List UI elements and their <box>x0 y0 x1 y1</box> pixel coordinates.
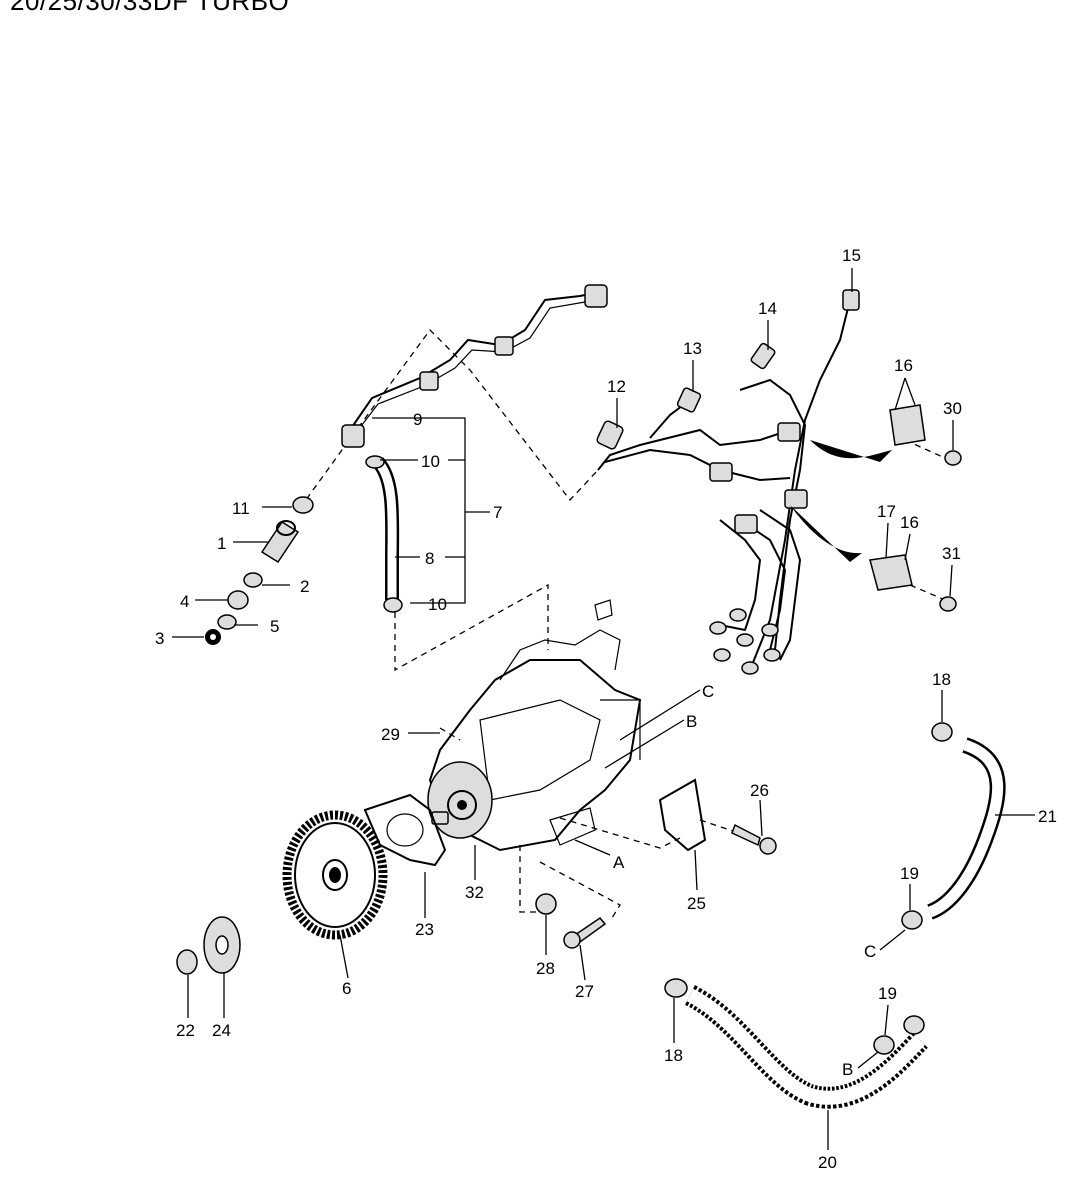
callout-B2: B <box>842 1060 853 1079</box>
callout-10a: 10 <box>421 452 440 471</box>
callout-leaders <box>172 268 1035 1150</box>
callout-18a: 18 <box>932 670 951 689</box>
callout-17: 17 <box>877 502 896 521</box>
callout-3: 3 <box>155 629 164 648</box>
callout-19b: 19 <box>878 984 897 1003</box>
callout-22: 22 <box>176 1021 195 1040</box>
callout-12: 12 <box>607 377 626 396</box>
callout-10b: 10 <box>428 595 447 614</box>
support-bracket <box>535 778 777 949</box>
callout-A: A <box>613 853 625 872</box>
callout-27: 27 <box>575 982 594 1001</box>
callout-18b: 18 <box>664 1046 683 1065</box>
callout-7: 7 <box>493 503 502 522</box>
callout-25: 25 <box>687 894 706 913</box>
page-title: 20/25/30/33DF TURBO <box>10 0 290 16</box>
callout-20: 20 <box>818 1153 837 1172</box>
return-hose <box>365 455 403 613</box>
callout-labels: 1 2 3 4 5 6 7 8 9 10 10 11 12 13 14 15 1… <box>155 246 1057 1172</box>
callout-30: 30 <box>943 399 962 418</box>
callout-21: 21 <box>1038 807 1057 826</box>
callout-13: 13 <box>683 339 702 358</box>
callout-16b: 16 <box>900 513 919 532</box>
delivery-valve-parts <box>205 496 314 645</box>
callout-32: 32 <box>465 883 484 902</box>
gasket <box>363 793 447 867</box>
callout-9: 9 <box>413 410 422 429</box>
pipe-clamp-brackets <box>790 404 962 612</box>
callout-4: 4 <box>180 592 189 611</box>
callout-C2: C <box>864 942 876 961</box>
callout-8: 8 <box>425 549 434 568</box>
callout-C: C <box>702 682 714 701</box>
pump-drive-gear <box>282 810 388 940</box>
callout-6: 6 <box>342 979 351 998</box>
injection-pipe-bundle <box>596 289 860 675</box>
callout-2: 2 <box>300 577 309 596</box>
callout-1: 1 <box>217 534 226 553</box>
callout-31: 31 <box>942 544 961 563</box>
callout-26: 26 <box>750 781 769 800</box>
fuel-hose-20 <box>664 978 928 1109</box>
callout-19a: 19 <box>900 864 919 883</box>
callout-28: 28 <box>536 959 555 978</box>
callout-24: 24 <box>212 1021 231 1040</box>
injection-pipe-upper <box>341 284 608 448</box>
callout-15: 15 <box>842 246 861 265</box>
washer-and-nut <box>176 916 241 975</box>
callout-14: 14 <box>758 299 777 318</box>
callout-29: 29 <box>381 725 400 744</box>
injection-pump <box>427 599 642 852</box>
callout-16a: 16 <box>894 356 913 375</box>
callout-23: 23 <box>415 920 434 939</box>
callout-B: B <box>686 712 697 731</box>
callout-5: 5 <box>270 617 279 636</box>
callout-11: 11 <box>232 499 250 518</box>
fuel-hose-21 <box>901 722 1006 930</box>
